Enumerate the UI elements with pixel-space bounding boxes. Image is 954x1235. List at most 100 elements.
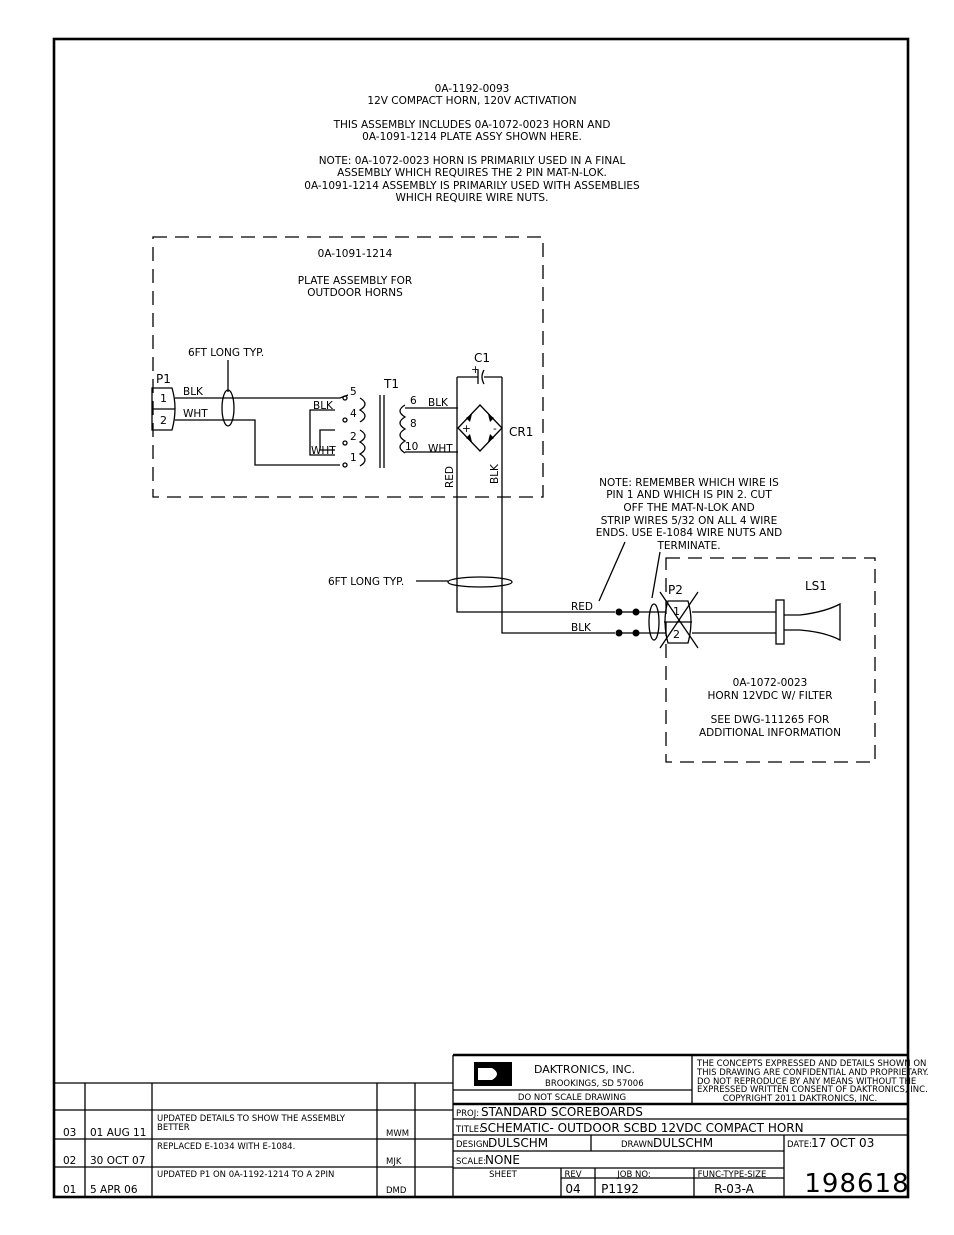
red-vertical-label: RED (444, 466, 456, 488)
wire-note-line-2: PIN 1 AND WHICH IS PIN 2. CUT (606, 489, 772, 501)
wire-note-line-5: ENDS. USE E-1084 WIRE NUTS AND (596, 527, 783, 539)
confidential-line-5: COPYRIGHT 2011 DAKTRONICS, INC. (723, 1094, 877, 1104)
p1-label: P1 (156, 372, 171, 386)
confidential-line-2: THIS DRAWING ARE CONFIDENTIAL AND PROPRI… (696, 1068, 929, 1078)
horn-see-line-1: SEE DWG-111265 FOR (711, 714, 830, 726)
note-line-4: WHICH REQUIRE WIRE NUTS. (396, 192, 549, 204)
logo-curve (492, 1068, 497, 1080)
cable-bundle-middle (447, 576, 513, 588)
cr1-minus: - (493, 423, 497, 435)
rev-03-desc-line-1: UPDATED DETAILS TO SHOW THE ASSEMBLY (157, 1114, 346, 1124)
plate-title-line-2: OUTDOOR HORNS (307, 287, 403, 299)
c1-label: C1 (474, 351, 490, 365)
rev-label: REV (564, 1170, 581, 1180)
revision-value: 04 (565, 1182, 580, 1196)
header-notes: 0A-1192-0093 12V COMPACT HORN, 120V ACTI… (304, 83, 640, 204)
sec-blk-label: BLK (428, 397, 449, 409)
horn-bell (784, 602, 841, 642)
cr1-diode-3 (466, 434, 472, 442)
connector-p1: P1 1 2 (151, 372, 176, 431)
drawing-date: 17 OCT 03 (811, 1136, 874, 1150)
project-name: STANDARD SCOREBOARDS (481, 1105, 643, 1119)
plate-assembly-box (152, 236, 544, 498)
plate-title-line-1: PLATE ASSEMBLY FOR (298, 275, 412, 287)
rev-01-by: DMD (386, 1186, 407, 1196)
note-line-3: 0A-1091-1214 ASSEMBLY IS PRIMARILY USED … (304, 180, 640, 192)
wire-red-out (456, 377, 615, 613)
design-label: DESIGN: (456, 1140, 492, 1150)
t1-jumper-wht (319, 429, 335, 451)
c1-curved-plate (481, 369, 485, 385)
cable-bundle-horn (648, 603, 660, 641)
rev-01-number: 01 (63, 1184, 76, 1196)
wire-blk-out (501, 377, 615, 634)
date-label: DATE: (787, 1140, 812, 1150)
p2-label: P2 (668, 583, 683, 597)
capacitor-c1: C1 + (457, 351, 502, 385)
drawing-number: 198618 (804, 1169, 909, 1199)
rev-01-date: 5 APR 06 (90, 1184, 138, 1196)
wire-note-line-4: STRIP WIRES 5/32 ON ALL 4 WIRE (601, 515, 778, 527)
p2-pin-2: 2 (673, 628, 680, 641)
note-line-2: ASSEMBLY WHICH REQUIRES THE 2 PIN MAT-N-… (337, 167, 607, 179)
red-out-label: RED (571, 601, 593, 613)
plate-part-number: 0A-1091-1214 (318, 248, 393, 260)
transformer-t1: T1 (358, 377, 407, 468)
p2-body (664, 600, 692, 644)
cr1-diode-2 (488, 414, 494, 422)
t1-pin-2-dot (342, 440, 348, 446)
blk-out-label: BLK (571, 622, 592, 634)
t1-jumper-blk (309, 409, 335, 456)
p2-cut-mark-2 (659, 591, 699, 649)
drawn-by: DULSCHM (653, 1136, 713, 1150)
cr1-label: CR1 (509, 425, 533, 439)
t1-pin-numbers: 5 4 2 1 (350, 386, 357, 464)
rev-02-date: 30 OCT 07 (90, 1155, 145, 1167)
p1-blk-label: BLK (183, 386, 204, 398)
horn-description: HORN 12VDC W/ FILTER (707, 690, 832, 702)
t1-pin-2: 2 (350, 431, 357, 443)
t1-pin-10: 10 (405, 441, 418, 453)
t1-pin-5-dot (342, 395, 348, 401)
rev-01-desc-line-1: UPDATED P1 ON 0A-1192-1214 TO A 2PIN (157, 1170, 334, 1180)
t1-pin-4-dot (342, 417, 348, 423)
horn-ls1: LS1 (775, 579, 841, 645)
rev-03-by: MWM (386, 1129, 409, 1139)
t1-primary-coil (358, 397, 366, 467)
horn-driver (775, 599, 785, 645)
designer: DULSCHM (488, 1136, 548, 1150)
horn-assembly-box (665, 557, 876, 763)
horn-labels: 0A-1072-0023 HORN 12VDC W/ FILTER SEE DW… (699, 677, 841, 739)
title-label: TITLE: (455, 1125, 482, 1135)
daktronics-logo (474, 1062, 512, 1086)
logo-notch (478, 1068, 492, 1080)
wire-note-leader-2 (651, 551, 661, 599)
plate-assembly-labels: 0A-1091-1214 PLATE ASSEMBLY FOR OUTDOOR … (298, 248, 412, 299)
assembly-part-number: 0A-1192-0093 (435, 83, 510, 95)
wire-note-line-6: TERMINATE. (656, 540, 720, 552)
p1-pin-2: 2 (160, 414, 167, 427)
cable-bundle-p1 (221, 389, 235, 427)
includes-line-2: 0A-1091-1214 PLATE ASSY SHOWN HERE. (362, 131, 582, 143)
do-not-scale: DO NOT SCALE DRAWING (518, 1093, 626, 1103)
p1-wht-label: WHT (183, 408, 208, 420)
blk-vertical-label: BLK (489, 463, 501, 484)
rev-03-date: 01 AUG 11 (90, 1127, 146, 1139)
horn-see-line-2: ADDITIONAL INFORMATION (699, 727, 841, 739)
rev-02-desc-line-1: REPLACED E-1034 WITH E-1084. (157, 1142, 295, 1152)
t1-pin-6: 6 (410, 395, 417, 407)
cr1-diode-4 (488, 434, 494, 442)
t1-secondary-pins: 6 8 10 (405, 395, 418, 453)
drawing-frame (52, 37, 910, 1199)
scale-label: SCALE: (456, 1157, 486, 1167)
drawing-title: SCHEMATIC- OUTDOOR SCBD 12VDC COMPACT HO… (480, 1121, 804, 1135)
t1-label: T1 (383, 377, 399, 391)
rev-02-number: 02 (63, 1155, 76, 1167)
t1-wht-label: WHT (311, 445, 336, 457)
t1-pin-8: 8 (410, 418, 417, 430)
rev-03-number: 03 (63, 1127, 76, 1139)
scale-value: NONE (485, 1153, 520, 1167)
func-label: FUNC-TYPE-SIZE (698, 1170, 767, 1180)
job-label: JOB NO: (616, 1170, 651, 1180)
assembly-description: 12V COMPACT HORN, 120V ACTIVATION (367, 95, 576, 107)
